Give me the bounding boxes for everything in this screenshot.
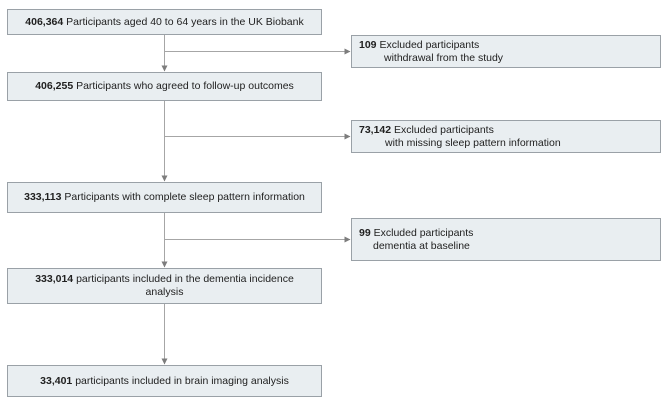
participant-count: 333,014 — [35, 273, 74, 285]
participant-description: Participants aged 40 to 64 years in the … — [66, 15, 304, 28]
flow-box-complete-sleep-pattern: 333,113 Participants with complete sleep… — [7, 182, 322, 213]
participant-count: 406,255 — [35, 80, 74, 92]
exclusion-line-1: 109 Excluded participants — [359, 39, 652, 52]
participant-description: Participants with complete sleep pattern… — [64, 191, 305, 203]
exclusion-reason: with missing sleep pattern information — [385, 136, 561, 149]
exclusion-line-1: 73,142 Excluded participants — [359, 124, 652, 137]
excluded-label: Excluded participants — [373, 226, 474, 239]
participant-count: 333,113 — [24, 191, 62, 203]
exclusion-line-1: 99 Excluded participants — [359, 227, 652, 240]
flow-box-text: 406,255 Participants who agreed to follo… — [35, 80, 294, 93]
exclusion-box-withdrawal: 109 Excluded participants withdrawal fro… — [351, 35, 661, 68]
participant-description: participants included in the dementia in… — [76, 273, 294, 298]
flow-box-text: 333,113 Participants with complete sleep… — [24, 191, 305, 204]
flow-box-uk-biobank-total: 406,364 Participants aged 40 to 64 years… — [7, 9, 322, 35]
excluded-count: 73,142 — [359, 123, 392, 136]
flow-box-brain-imaging-analysis: 33,401 participants included in brain im… — [7, 365, 322, 397]
flow-box-dementia-incidence-analysis: 333,014 participants included in the dem… — [7, 268, 322, 304]
participant-description: participants included in brain imaging a… — [75, 374, 289, 387]
excluded-label: Excluded participants — [379, 38, 480, 51]
excluded-count: 109 — [359, 38, 377, 51]
excluded-count: 99 — [359, 226, 371, 239]
exclusion-reason: dementia at baseline — [373, 239, 470, 252]
flow-box-text: 33,401 participants included in brain im… — [40, 375, 289, 388]
exclusion-reason: withdrawal from the study — [384, 51, 504, 64]
flow-box-text: 333,014 participants included in the dem… — [16, 273, 313, 299]
exclusion-box-missing-sleep-info: 73,142 Excluded participants with missin… — [351, 120, 661, 153]
flow-box-agreed-follow-up: 406,255 Participants who agreed to follo… — [7, 72, 322, 101]
participant-count: 33,401 — [40, 374, 73, 387]
excluded-label: Excluded participants — [394, 123, 494, 136]
exclusion-box-dementia-baseline: 99 Excluded participants dementia at bas… — [351, 218, 661, 261]
flow-box-text: 406,364 Participants aged 40 to 64 years… — [25, 16, 303, 29]
participant-count: 406,364 — [25, 15, 64, 28]
participant-description: Participants who agreed to follow-up out… — [76, 80, 294, 92]
